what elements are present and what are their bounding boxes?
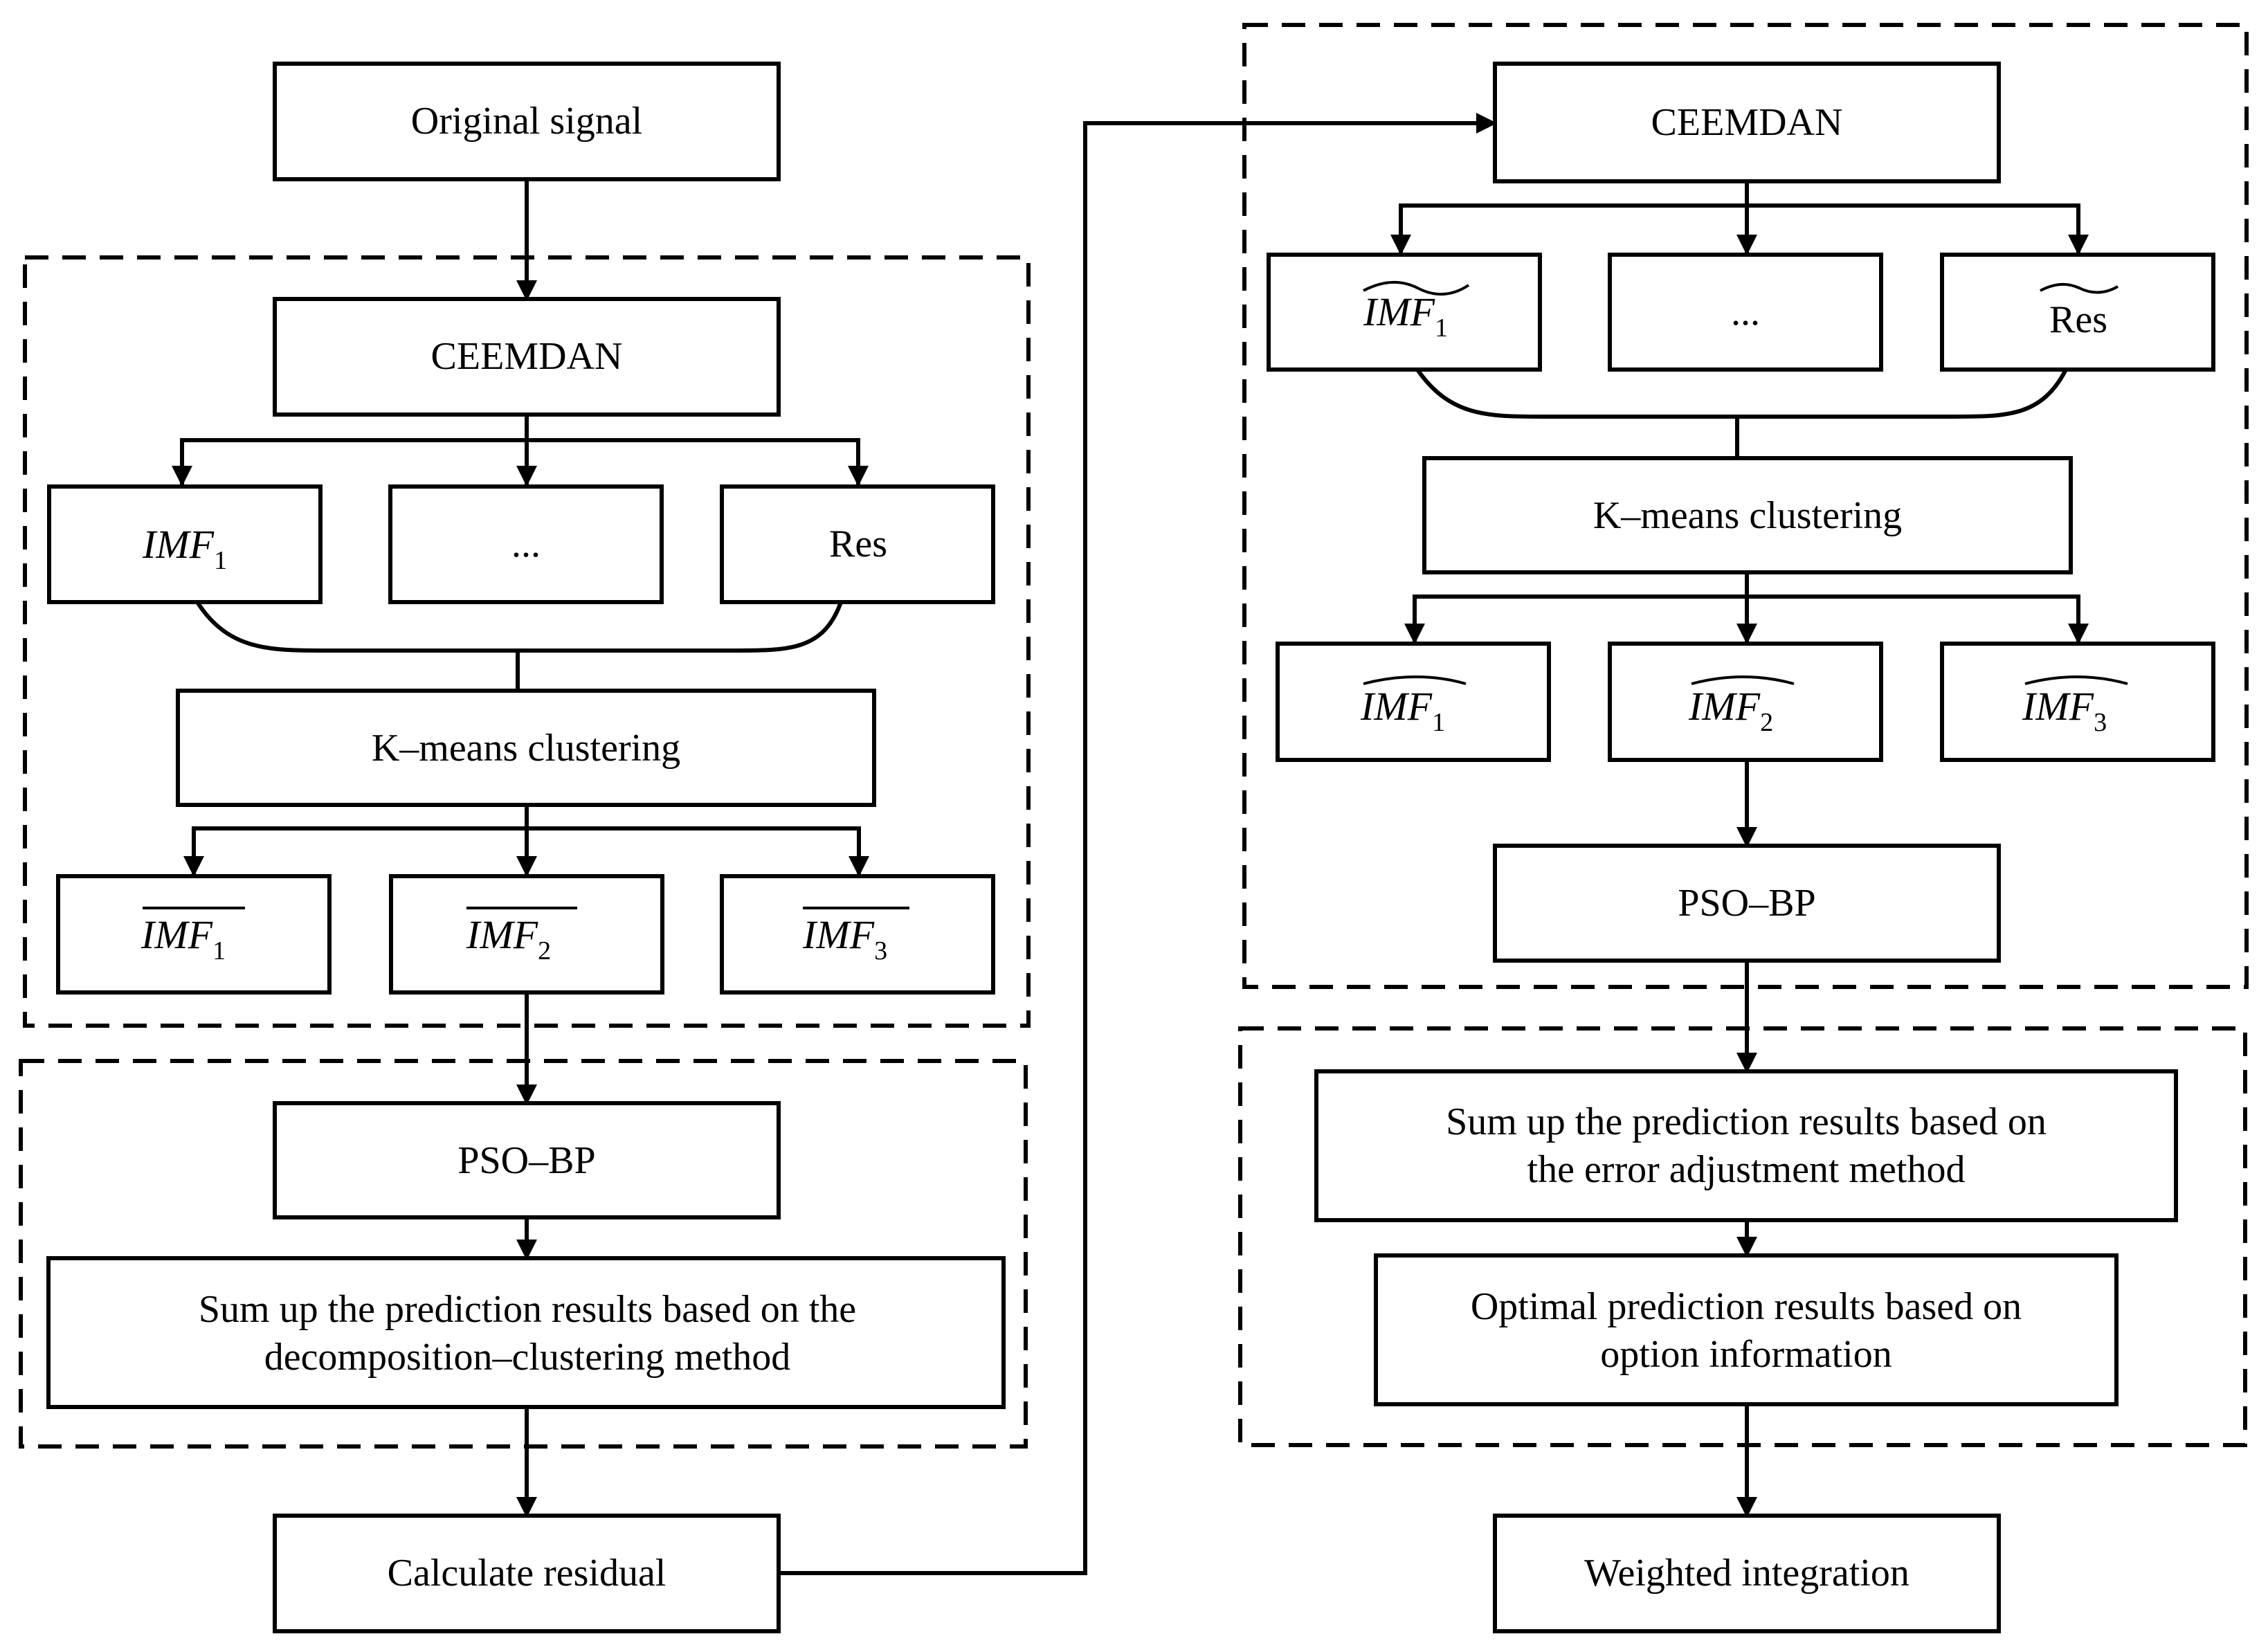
right-res-node: Res (1940, 253, 2215, 372)
left-ellipsis-label: ... (511, 523, 541, 565)
left-res-label: Res (829, 523, 887, 565)
right-cluster3-label: IMF3 (2022, 684, 2107, 737)
right-cluster3-hat (2024, 675, 2128, 685)
left-cluster3-label: IMF3 (802, 912, 887, 965)
calculate-residual-node: Calculate residual (273, 1514, 781, 1633)
right-res-label: Res (2049, 298, 2107, 341)
left-merge-brace (195, 601, 843, 653)
left-cluster2-node: IMF2 (389, 874, 664, 995)
right-res-tilde (2040, 282, 2119, 294)
right-psobp-node: PSO–BP (1493, 844, 2001, 963)
right-imf1-node: IMF1 (1267, 253, 1542, 372)
left-psobp-label: PSO–BP (457, 1139, 595, 1182)
right-cluster3-node: IMF3 (1940, 642, 2215, 762)
right-psobp-label: PSO–BP (1678, 882, 1815, 925)
right-imf1-tilde (1363, 281, 1470, 296)
right-cluster1-label: IMF1 (1360, 684, 1445, 737)
right-sum-node: Sum up the prediction results based on t… (1314, 1069, 2178, 1222)
left-cluster2-label: IMF2 (466, 912, 551, 965)
left-ceemdan-node: CEEMDAN (273, 297, 781, 417)
right-kmeans-label: K–means clustering (1593, 494, 1902, 537)
left-sum-label-line1: Sum up the prediction results based on t… (199, 1288, 856, 1331)
right-decomposition-group (1242, 23, 2249, 989)
right-merge-brace (1415, 368, 2068, 419)
right-ellipsis-node: ... (1608, 253, 1883, 372)
calculate-residual-label: Calculate residual (388, 1552, 666, 1595)
right-kmeans-node: K–means clustering (1422, 456, 2073, 574)
weighted-integration-label: Weighted integration (1584, 1552, 1909, 1595)
right-cluster2-label: IMF2 (1688, 684, 1773, 737)
left-sum-label-line2: decomposition–clustering method (264, 1336, 791, 1379)
right-ceemdan-label: CEEMDAN (1651, 101, 1843, 144)
right-pipeline: CEEMDAN IMF1 ... Res K–means clustering (1238, 23, 2249, 1633)
weighted-integration-node: Weighted integration (1493, 1514, 2001, 1633)
right-imf1-label: IMF1 (1363, 289, 1448, 343)
right-cluster2-hat (1691, 675, 1795, 685)
right-sum-label-line1: Sum up the prediction results based on (1446, 1100, 2047, 1143)
right-prediction-group (1238, 1026, 2247, 1447)
left-kmeans-label: K–means clustering (372, 727, 680, 770)
left-res-node: Res (720, 484, 995, 604)
right-cluster1-hat (1363, 675, 1467, 685)
left-sum-node: Sum up the prediction results based on t… (46, 1256, 1006, 1409)
original-signal-node: Original signal (273, 62, 781, 181)
optimal-prediction-node: Optimal prediction results based on opti… (1374, 1253, 2119, 1406)
right-ellipsis-label: ... (1731, 291, 1760, 334)
left-cluster3-node: IMF3 (720, 874, 995, 995)
right-ceemdan-node: CEEMDAN (1493, 62, 2001, 183)
right-sum-label-line2: the error adjustment method (1527, 1148, 1966, 1191)
right-cluster1-node: IMF1 (1276, 642, 1551, 762)
left-kmeans-node: K–means clustering (176, 689, 876, 807)
left-psobp-node: PSO–BP (273, 1101, 781, 1219)
left-cluster1-node: IMF1 (56, 874, 332, 995)
arrow-residual-to-right-ceemdan (779, 113, 1497, 1575)
left-imf1-label: IMF1 (142, 522, 227, 575)
left-imf1-node: IMF1 (47, 484, 323, 604)
left-pipeline: Original signal CEEMDAN IMF1 ... Res (19, 62, 1031, 1633)
original-signal-label: Original signal (411, 100, 642, 143)
left-cluster1-label: IMF1 (140, 912, 226, 965)
optimal-prediction-label-line2: option information (1600, 1333, 1892, 1376)
left-prediction-group (19, 1059, 1028, 1449)
left-ceemdan-branch (180, 438, 860, 484)
left-ellipsis-node: ... (388, 484, 664, 604)
optimal-prediction-label-line1: Optimal prediction results based on (1471, 1285, 2022, 1328)
right-ceemdan-branch (1399, 203, 2080, 253)
right-cluster2-node: IMF2 (1608, 642, 1883, 762)
left-ceemdan-label: CEEMDAN (431, 335, 623, 378)
